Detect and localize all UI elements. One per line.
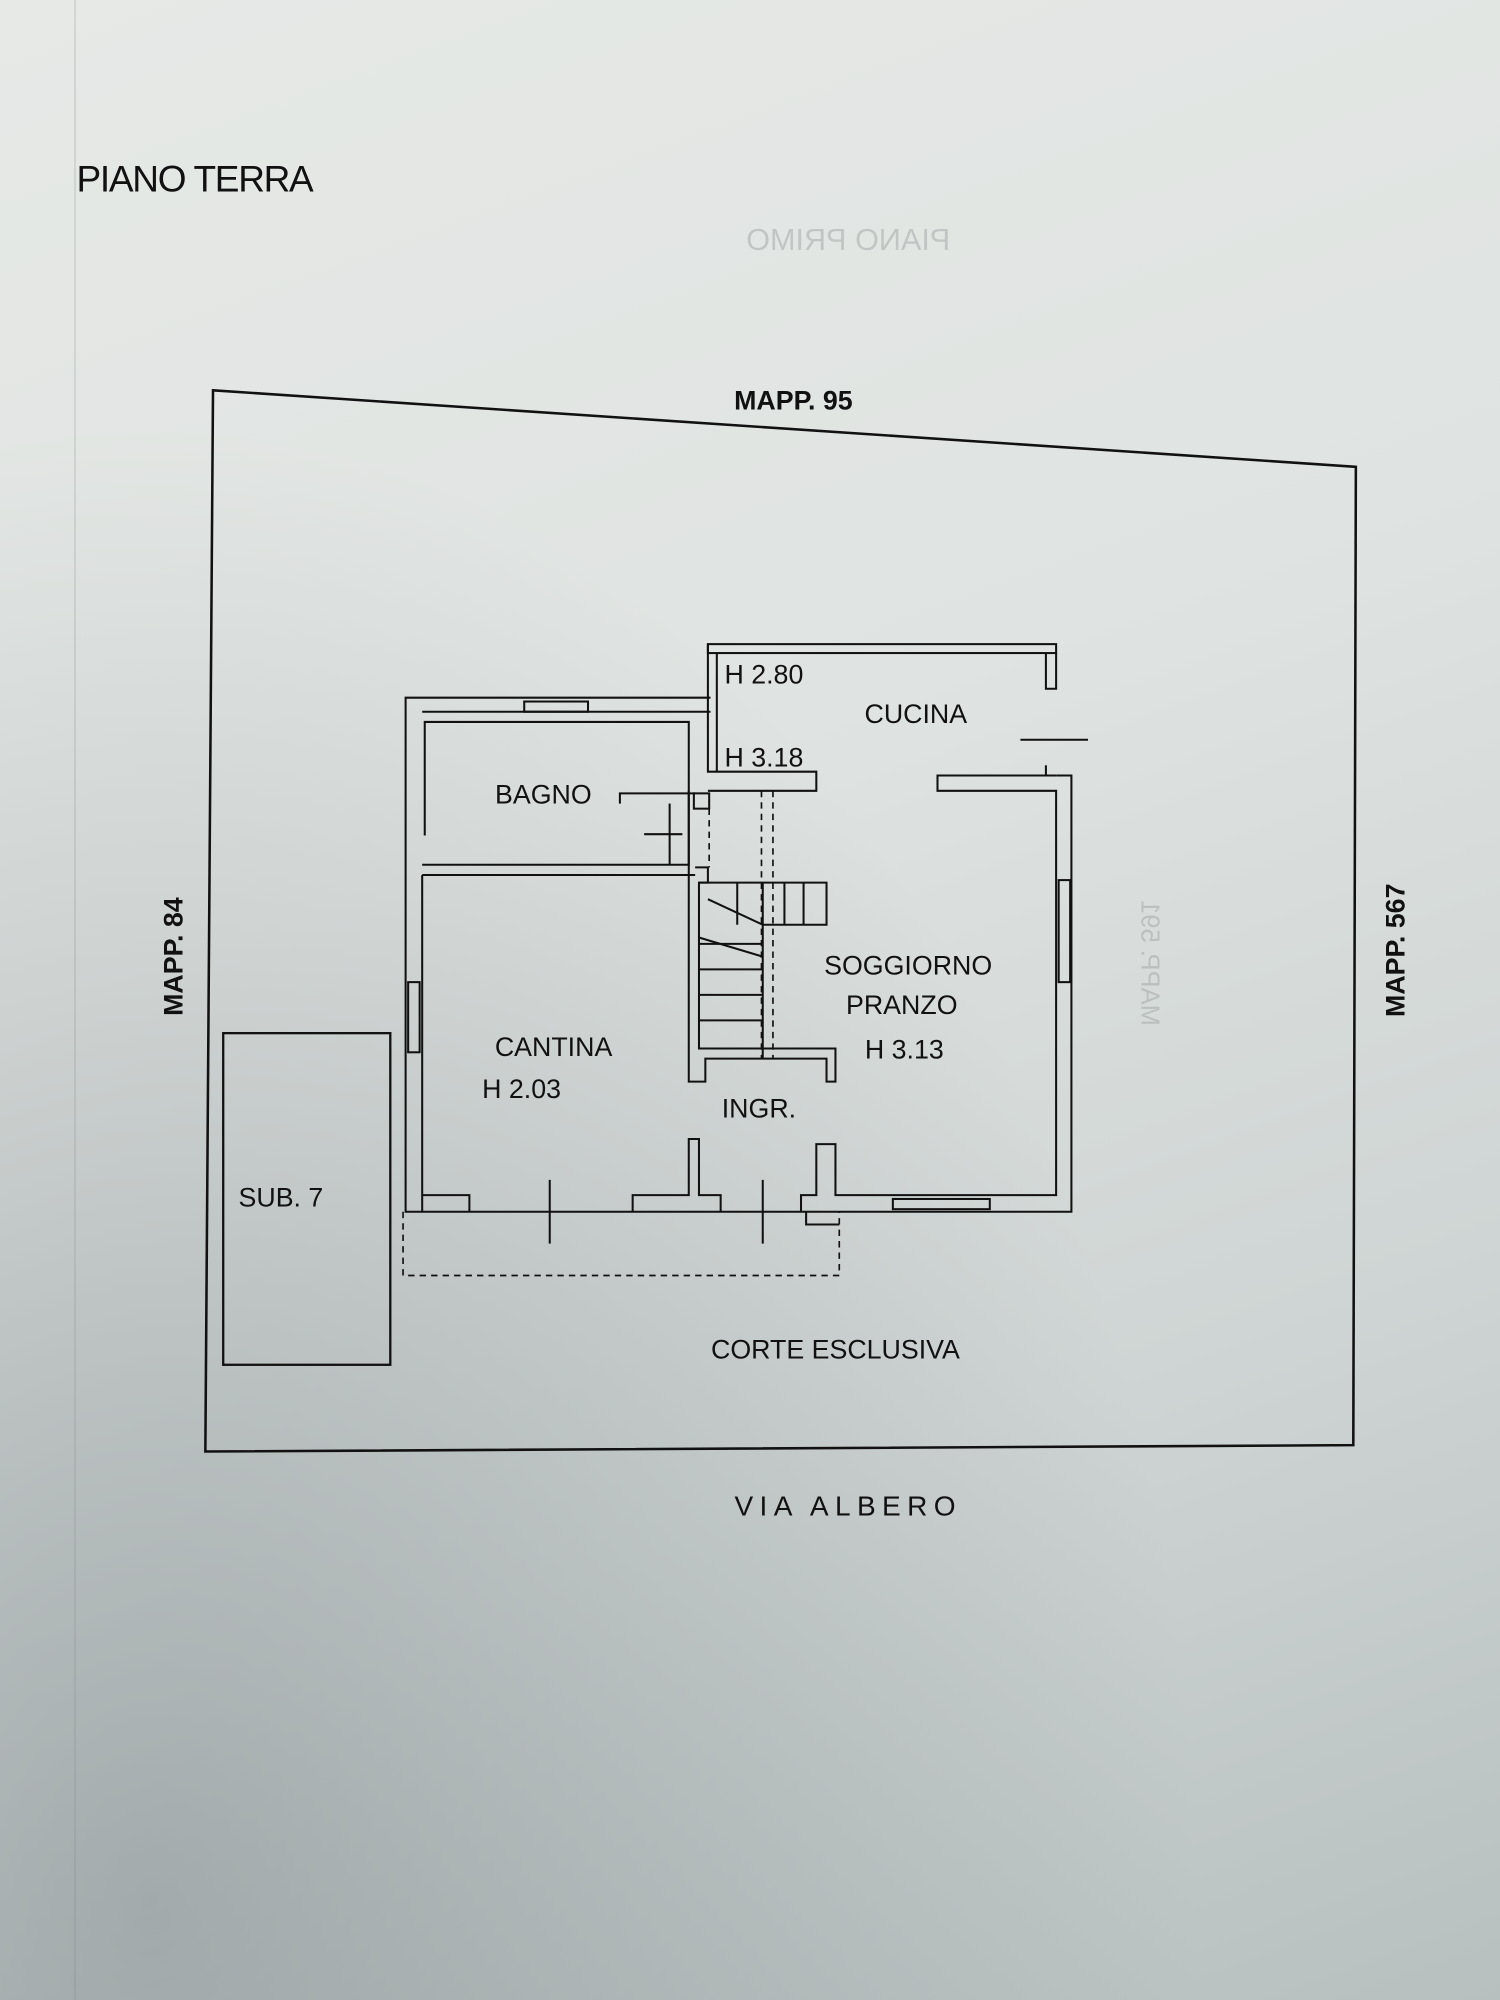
ghost-side-label: MAPP. 591 (1136, 900, 1164, 1026)
cucina-height-bottom: H 3.18 (724, 743, 803, 773)
page-title: PIANO TERRA (77, 158, 315, 199)
room-labels: H 2.80 CUCINA H 3.18 BAGNO SOGGIORNO PRA… (482, 660, 992, 1124)
cantina-height: H 2.03 (482, 1074, 561, 1104)
east-boundary-label: MAPP. 567 (1380, 884, 1410, 1017)
courtyard-label: CORTE ESCLUSIVA (711, 1334, 960, 1364)
street-label: VIA ALBERO (734, 1490, 961, 1521)
annex-sub7 (222, 1032, 392, 1366)
bagno-label: BAGNO (495, 780, 592, 810)
paper-fold-line (74, 0, 76, 2000)
annex-label: SUB. 7 (239, 1183, 324, 1213)
courtyard-outline (402, 1211, 841, 1277)
ghost-title: PIANO PRIMO (746, 223, 950, 257)
pranzo-label: PRANZO (846, 990, 958, 1020)
ingresso-label: INGR. (722, 1093, 796, 1123)
north-boundary-label: MAPP. 95 (734, 385, 853, 415)
soggiorno-height: H 3.13 (865, 1035, 944, 1065)
stair-dashed-lines (708, 790, 774, 1059)
building-walls (404, 643, 1089, 1244)
soggiorno-label: SOGGIORNO (824, 950, 992, 980)
west-boundary-label: MAPP. 84 (158, 897, 188, 1016)
cucina-label: CUCINA (865, 699, 968, 729)
cantina-label: CANTINA (495, 1032, 613, 1062)
cucina-height-top: H 2.80 (724, 660, 803, 690)
lot-boundary (204, 388, 1358, 1453)
